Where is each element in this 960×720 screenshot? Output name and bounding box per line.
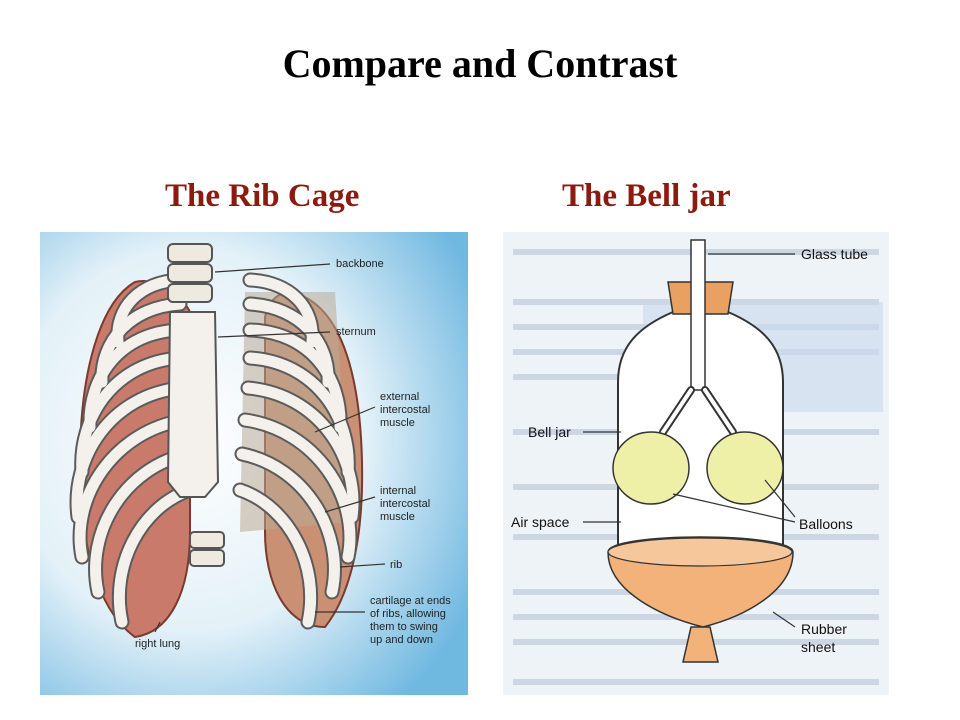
rib-cage-heading: The Rib Cage bbox=[165, 178, 360, 214]
page-title: Compare and Contrast bbox=[282, 41, 678, 86]
label-cartilage-1: cartilage at ends bbox=[370, 595, 451, 607]
label-right-lung: right lung bbox=[135, 638, 180, 650]
label-rib: rib bbox=[390, 559, 402, 571]
label-rubber-1: Rubber bbox=[801, 621, 847, 637]
rubber-sheet-knob bbox=[682, 626, 719, 663]
label-cartilage-4: up and down bbox=[370, 634, 433, 646]
y-tube bbox=[661, 388, 735, 434]
label-cartilage-2: of ribs, allowing bbox=[370, 608, 446, 620]
label-bell-jar: Bell jar bbox=[528, 424, 571, 440]
right-balloon bbox=[706, 431, 784, 505]
sternum bbox=[166, 311, 220, 498]
label-rubber-2: sheet bbox=[801, 639, 835, 655]
rib-cage-diagram: backbone sternum external intercostal mu… bbox=[40, 232, 468, 695]
bell-jar-diagram: Glass tube Bell jar Air space Balloons R… bbox=[503, 232, 889, 695]
label-internal-2: intercostal bbox=[380, 498, 430, 510]
label-sternum: sternum bbox=[336, 326, 376, 338]
label-internal-3: muscle bbox=[380, 511, 415, 523]
label-cartilage-3: them to swing bbox=[370, 621, 438, 633]
label-leader-lines bbox=[583, 253, 796, 628]
label-balloons: Balloons bbox=[799, 516, 853, 532]
label-leader-lines bbox=[154, 263, 386, 633]
label-external-1: external bbox=[380, 391, 419, 403]
glass-tube bbox=[690, 239, 706, 391]
label-backbone: backbone bbox=[336, 258, 384, 270]
label-air-space: Air space bbox=[511, 514, 570, 530]
label-internal-1: internal bbox=[380, 485, 416, 497]
backbone bbox=[167, 243, 225, 567]
left-balloon bbox=[612, 431, 690, 505]
ribs bbox=[69, 272, 361, 630]
label-external-2: intercostal bbox=[380, 404, 430, 416]
label-external-3: muscle bbox=[380, 417, 415, 429]
bell-jar-heading: The Bell jar bbox=[562, 178, 731, 214]
label-glass-tube: Glass tube bbox=[801, 246, 868, 262]
